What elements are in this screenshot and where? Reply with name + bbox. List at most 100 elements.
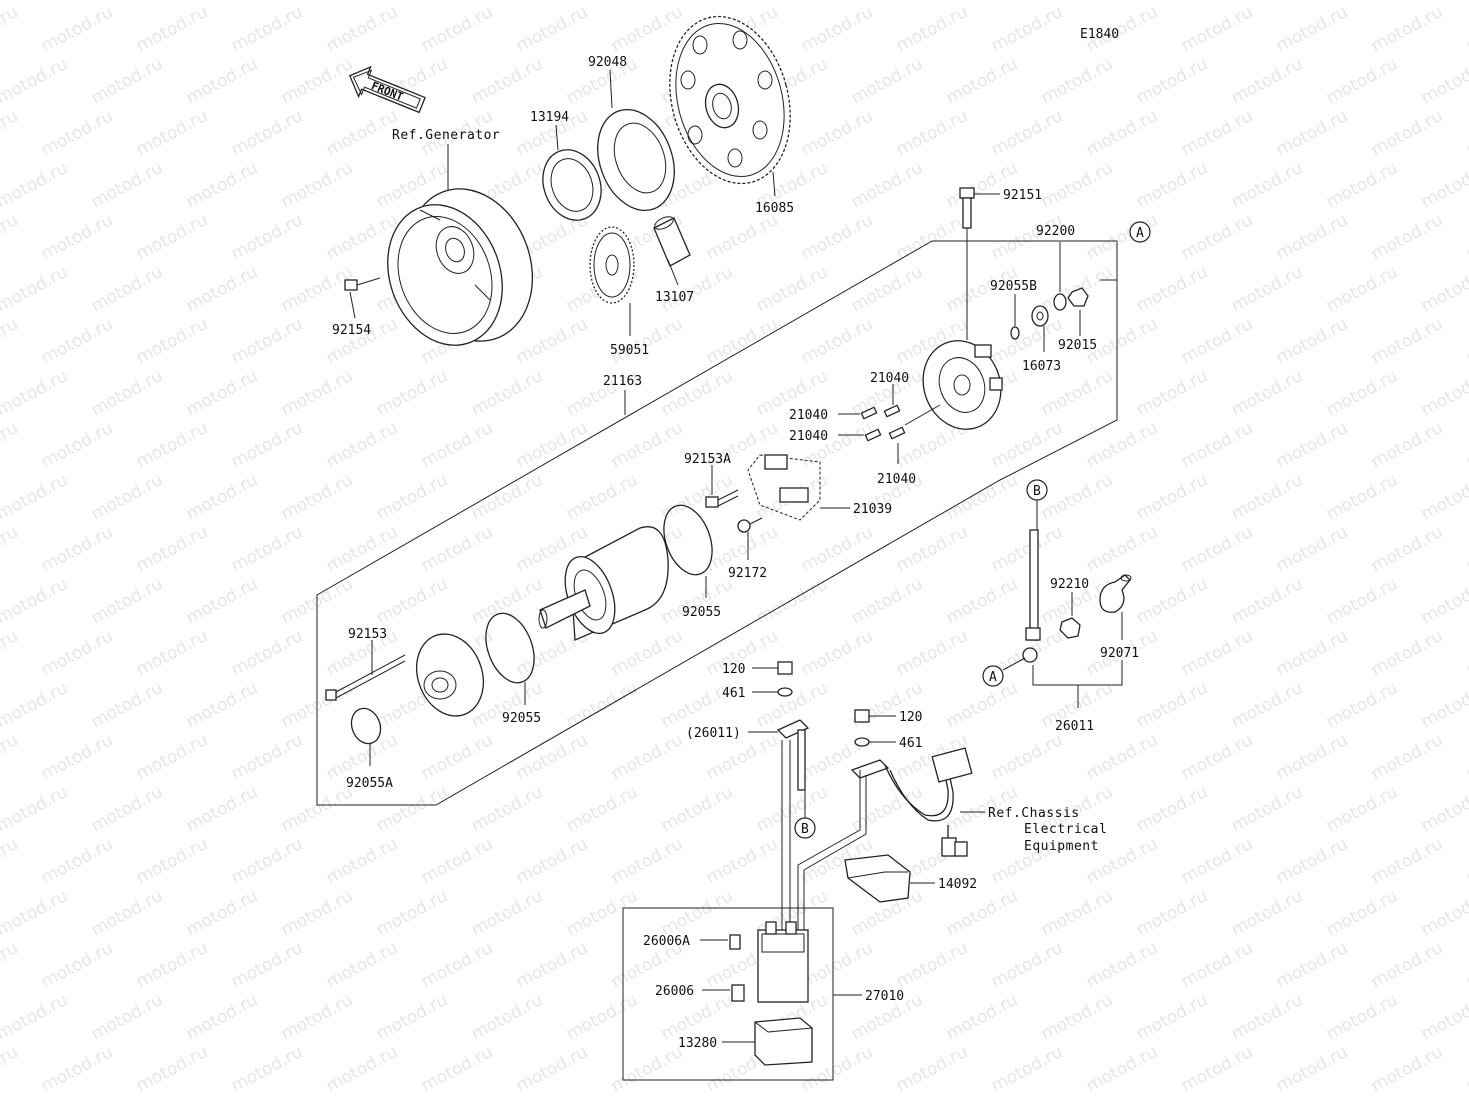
- watermark-text: motod.ru: [1418, 678, 1469, 732]
- watermark-text: motod.ru: [1133, 158, 1211, 212]
- watermark-text: motod.ru: [1178, 834, 1256, 888]
- watermark-text: motod.ru: [658, 0, 736, 4]
- watermark-text: motod.ru: [228, 314, 306, 368]
- watermark-text: motod.ru: [183, 886, 261, 940]
- label-21039: 21039: [853, 502, 892, 517]
- relay-case-13280: [754, 1017, 813, 1066]
- watermark-text: motod.ru: [133, 626, 211, 680]
- watermark-text: motod.ru: [513, 418, 591, 472]
- watermark-text: motod.ru: [1463, 730, 1469, 784]
- front-arrow-icon: FRONT: [348, 65, 426, 114]
- watermark-text: motod.ru: [1038, 470, 1116, 524]
- watermark-text: motod.ru: [1083, 730, 1161, 784]
- watermark-text: motod.ru: [1083, 210, 1161, 264]
- watermark-text: motod.ru: [1178, 418, 1256, 472]
- label-26006: 26006: [655, 984, 694, 999]
- watermark-text: motod.ru: [278, 470, 356, 524]
- watermark-text: motod.ru: [133, 106, 211, 160]
- watermark-text: motod.ru: [943, 54, 1021, 108]
- watermark-text: motod.ru: [1323, 158, 1401, 212]
- watermark-text: motod.ru: [608, 730, 686, 784]
- shaft-13107: [653, 216, 691, 267]
- watermark-text: motod.ru: [228, 834, 306, 888]
- watermark-text: motod.ru: [893, 626, 971, 680]
- watermark-text: motod.ru: [943, 886, 1021, 940]
- watermark-text: motod.ru: [418, 418, 496, 472]
- watermark-text: motod.ru: [0, 678, 71, 732]
- watermark-text: motod.ru: [88, 574, 166, 628]
- watermark-text: motod.ru: [988, 1042, 1066, 1096]
- watermark-text: motod.ru: [703, 834, 781, 888]
- harness-wire: [850, 747, 973, 857]
- watermark-text: motod.ru: [373, 990, 451, 1044]
- watermark-text: motod.ru: [1083, 418, 1161, 472]
- watermark-text: motod.ru: [323, 1042, 401, 1096]
- watermark-text: motod.ru: [1133, 470, 1211, 524]
- watermark-text: motod.ru: [468, 366, 546, 420]
- watermark-text: motod.ru: [278, 158, 356, 212]
- watermark-text: motod.ru: [183, 574, 261, 628]
- watermark-text: motod.ru: [1463, 1042, 1469, 1096]
- watermark-text: motod.ru: [1228, 678, 1306, 732]
- watermark-text: motod.ru: [1178, 314, 1256, 368]
- watermark-text: motod.ru: [1133, 886, 1211, 940]
- watermark-text: motod.ru: [1178, 210, 1256, 264]
- watermark-text: motod.ru: [468, 990, 546, 1044]
- ref-chassis-line3: Equipment: [1024, 839, 1099, 854]
- watermark-text: motod.ru: [513, 2, 591, 56]
- watermark-text: motod.ru: [418, 1042, 496, 1096]
- ref-generator-label: Ref.Generator: [392, 128, 500, 143]
- watermark-text: motod.ru: [228, 730, 306, 784]
- watermark-text: motod.ru: [513, 938, 591, 992]
- watermark-text: motod.ru: [1323, 574, 1401, 628]
- watermark-text: motod.ru: [278, 990, 356, 1044]
- watermark-text: motod.ru: [1368, 834, 1446, 888]
- collar-16073: [1031, 305, 1049, 327]
- watermark-text: motod.ru: [1038, 886, 1116, 940]
- watermark-text: motod.ru: [133, 1042, 211, 1096]
- watermark-text: motod.ru: [1228, 886, 1306, 940]
- watermark-text: motod.ru: [1463, 2, 1469, 56]
- label-92055B: 92055B: [990, 279, 1037, 294]
- label-120-upper: 120: [722, 662, 745, 677]
- watermark-text: motod.ru: [798, 522, 876, 576]
- watermark-text: motod.ru: [418, 730, 496, 784]
- watermark-text: motod.ru: [88, 54, 166, 108]
- watermark-text: motod.ru: [1418, 262, 1469, 316]
- watermark-text: motod.ru: [1463, 834, 1469, 888]
- starter-yoke-armature: [538, 526, 669, 641]
- watermark-text: motod.ru: [1273, 626, 1351, 680]
- watermark-text: motod.ru: [563, 990, 641, 1044]
- watermark-text: motod.ru: [848, 0, 926, 4]
- watermark-text: motod.ru: [1418, 470, 1469, 524]
- watermark-text: motod.ru: [1368, 2, 1446, 56]
- connector-a-top-label: A: [1136, 226, 1144, 241]
- watermark-text: motod.ru: [0, 470, 71, 524]
- watermark-text: motod.ru: [38, 730, 116, 784]
- watermark-text: motod.ru: [0, 626, 21, 680]
- label-120-lower: 120: [899, 710, 922, 725]
- watermark-text: motod.ru: [323, 418, 401, 472]
- bolt-120-lower: [854, 709, 870, 723]
- watermark-text: motod.ru: [38, 834, 116, 888]
- watermark-text: motod.ru: [798, 626, 876, 680]
- watermark-text: motod.ru: [38, 418, 116, 472]
- label-21040-c: 21040: [789, 429, 828, 444]
- watermark-text: motod.ru: [1273, 522, 1351, 576]
- watermark-text: motod.ru: [1178, 522, 1256, 576]
- watermark-text: motod.ru: [38, 522, 116, 576]
- watermark-text: motod.ru: [1463, 418, 1469, 472]
- watermark-text: motod.ru: [1228, 262, 1306, 316]
- watermark-text: motod.ru: [1133, 54, 1211, 108]
- watermark-text: motod.ru: [323, 2, 401, 56]
- watermark-text: motod.ru: [183, 782, 261, 836]
- watermark-text: motod.ru: [943, 158, 1021, 212]
- watermark-text: motod.ru: [278, 0, 356, 4]
- starter-gear-16085: [669, 15, 791, 185]
- watermark-text: motod.ru: [563, 886, 641, 940]
- label-16073: 16073: [1022, 359, 1061, 374]
- label-92154: 92154: [332, 323, 371, 338]
- watermark-text: motod.ru: [0, 158, 71, 212]
- watermark-text: motod.ru: [943, 990, 1021, 1044]
- label-92055-lower: 92055: [502, 711, 541, 726]
